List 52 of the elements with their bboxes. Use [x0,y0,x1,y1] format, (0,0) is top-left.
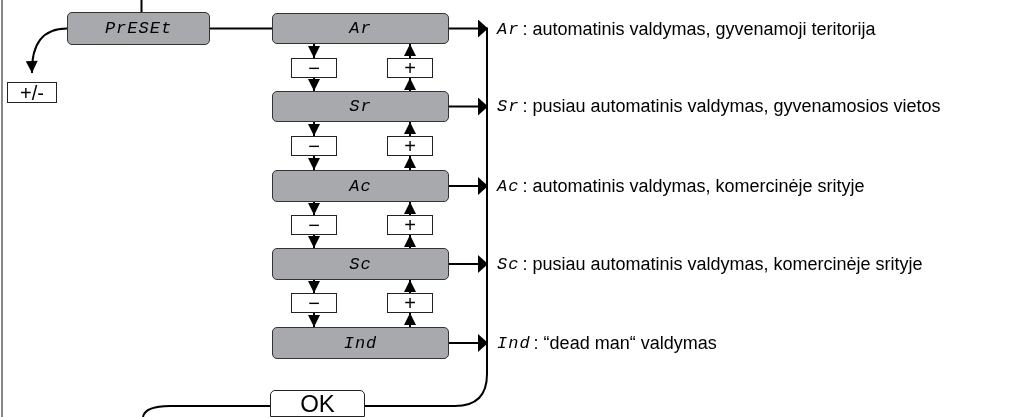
connector-line [209,27,273,30]
arrow [404,43,416,59]
arrow [308,234,320,249]
arrow [308,43,320,59]
display-code: Ar [497,19,520,39]
display-screen: Ind [272,327,449,359]
arrow [308,155,320,171]
arrow [448,19,489,38]
arrow [308,121,320,137]
arrow [26,27,68,74]
arrow [404,201,416,216]
arrow [308,77,320,92]
key-button: − [291,215,337,235]
connector-line [140,0,143,13]
description-text: : automatinis valdymas, gyvenamoji teritorija [522,18,876,40]
arrow [404,312,416,328]
key-button: +/- [7,82,57,103]
arrow [404,77,416,92]
description-text: : pusiau automatinis valdymas, gyvenamosios vietos [522,95,941,117]
display-screen: Sc [272,248,449,280]
arrow [448,97,489,116]
connector-line [142,405,271,417]
display-screen: Ar [272,13,449,44]
arrow [448,255,489,273]
description-text: : “dead man“ valdymas [533,332,717,354]
arrow [404,234,416,249]
arrow [448,334,489,352]
key-button: + [387,136,433,156]
arrow [404,121,416,137]
display-code: Sc [497,254,520,274]
description-text: : pusiau automatinis valdymas, komercinėje srityje [522,253,923,275]
arrow [404,155,416,171]
display-screen: PrESEt [67,12,210,45]
display-screen: Sr [272,91,449,122]
key-button: − [291,293,337,313]
display-code: Ac [497,176,520,196]
connector-line [364,28,488,407]
arrow [308,312,320,328]
key-button: − [291,58,337,78]
key-button: + [387,293,433,313]
display-code: Sr [497,96,520,116]
key-button: + [387,58,433,78]
ok-button: OK [270,390,365,417]
display-screen: Ac [272,170,449,202]
key-button: − [291,136,337,156]
description-text: : automatinis valdymas, komercinėje srityje [522,175,865,197]
display-code: Ind [497,333,531,353]
arrow [308,279,320,294]
key-button: + [387,215,433,235]
arrow [448,177,489,195]
arrow [308,201,320,216]
arrow [404,279,416,294]
